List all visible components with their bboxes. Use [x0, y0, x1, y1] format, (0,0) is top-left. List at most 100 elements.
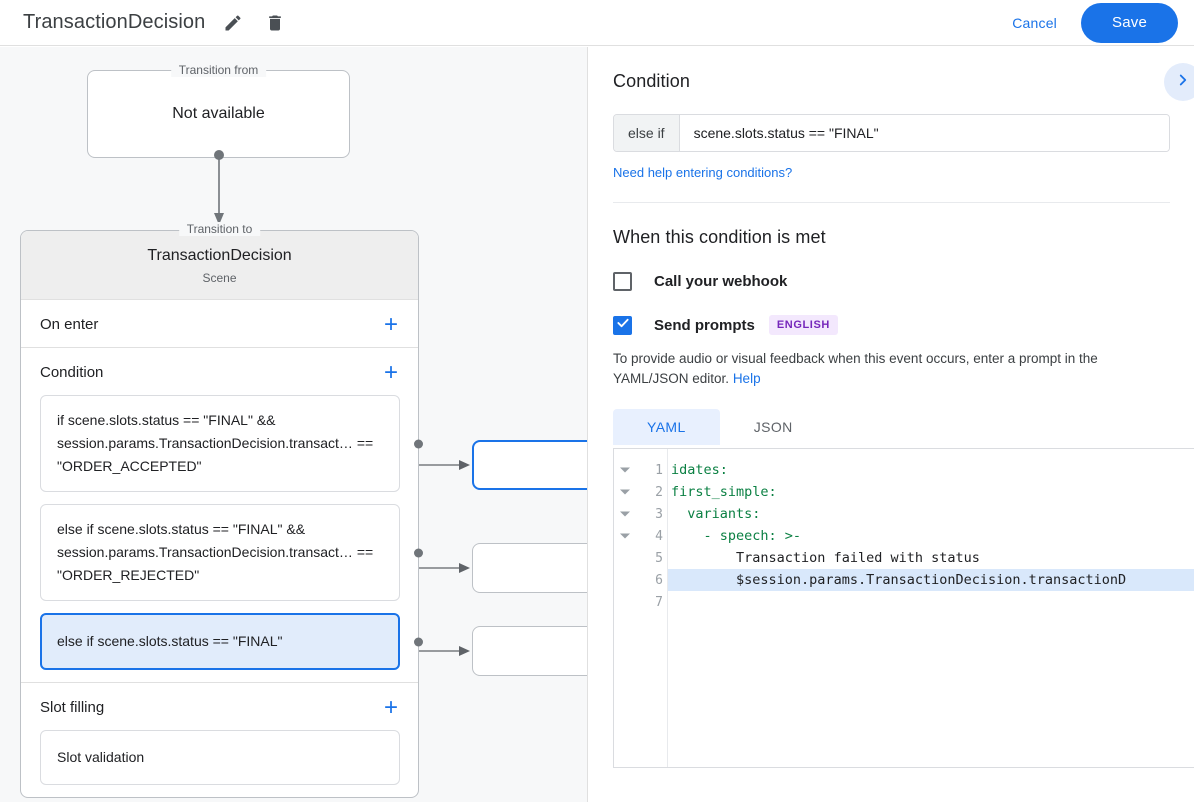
save-button[interactable]: Save	[1081, 2, 1178, 43]
tab-json[interactable]: JSON	[753, 419, 793, 435]
condition-item[interactable]: if scene.slots.status == "FINAL" && sess…	[40, 395, 423, 492]
condition-panel-bottom: When this condition is met Call your web…	[589, 203, 1194, 768]
condition-connector-dot	[414, 548, 423, 557]
code-line: Transaction failed with status	[668, 547, 1194, 569]
line-number: 3	[655, 506, 663, 522]
scene-card-header: TransactionDecision Scene	[21, 231, 418, 300]
scene-graph-canvas[interactable]: Transition from Not available Transition…	[0, 47, 588, 802]
condition-connector-dot	[414, 637, 423, 646]
section-title-on-enter: On enter	[40, 316, 99, 333]
fold-toggle-icon[interactable]	[620, 489, 630, 495]
checkmark-icon	[616, 316, 630, 335]
condition-help-link[interactable]: Need help entering conditions?	[613, 165, 793, 180]
condition-expression-input[interactable]	[679, 115, 1169, 151]
transition-from-legend: Transition from	[170, 63, 267, 77]
yaml-editor[interactable]: 1 2 3 4 5 6	[613, 448, 1194, 768]
gutter-row: 3	[614, 503, 667, 525]
gutter-row: 4	[614, 525, 667, 547]
slot-validation-label: Slot validation	[57, 749, 145, 765]
section-slot-filling: Slot filling + Slot validation	[21, 683, 418, 785]
fold-toggle-icon[interactable]	[620, 511, 630, 517]
code-indent	[671, 528, 704, 544]
top-toolbar: TransactionDecision Cancel Save	[0, 0, 1194, 46]
code-line-active: $session.params.TransactionDecision.tran…	[668, 569, 1194, 591]
condition-input-row: else if	[613, 114, 1170, 152]
section-on-enter: On enter +	[21, 300, 418, 348]
editor-code-area[interactable]: idates: first_simple: variants: - speech…	[668, 449, 1194, 767]
condition-item-label: else if scene.slots.status == "FINAL"	[57, 633, 283, 649]
editor-format-tabs: YAML JSON	[613, 409, 1170, 445]
send-prompts-label: Send prompts	[654, 316, 755, 334]
code-key: variants:	[687, 506, 761, 522]
delete-button[interactable]	[261, 9, 289, 37]
line-number: 4	[655, 528, 663, 544]
code-line	[668, 591, 1194, 613]
condition-item-label: else if scene.slots.status == "FINAL" &&…	[57, 521, 374, 583]
code-indent	[671, 506, 687, 522]
chevron-right-icon	[1174, 71, 1192, 94]
gutter-row: 6	[614, 569, 667, 591]
pencil-icon	[223, 13, 243, 33]
section-title-slot-filling: Slot filling	[40, 699, 105, 716]
add-condition-icon[interactable]: +	[383, 358, 398, 386]
code-line: - speech: >-	[668, 525, 1194, 547]
send-prompts-row: Send prompts ENGLISH	[613, 315, 1170, 335]
collapse-panel-button[interactable]	[1164, 63, 1194, 101]
gutter-row: 7	[614, 591, 667, 613]
scene-type: Scene	[202, 271, 237, 285]
fold-toggle-icon[interactable]	[620, 467, 630, 473]
condition-item-label: if scene.slots.status == "FINAL" && sess…	[57, 412, 374, 474]
scene-name: TransactionDecision	[147, 247, 292, 264]
page-title: TransactionDecision	[23, 11, 206, 33]
line-number: 2	[655, 484, 663, 500]
edit-name-button[interactable]	[219, 9, 247, 37]
code-line: variants:	[668, 503, 1194, 525]
section-header-condition: Condition +	[21, 348, 418, 395]
condition-item[interactable]: else if scene.slots.status == "FINAL" &&…	[40, 504, 423, 601]
code-text: Transaction failed with status	[736, 550, 980, 566]
prompts-help-link[interactable]: Help	[732, 371, 761, 386]
gutter-row: 1	[614, 459, 667, 481]
line-number: 5	[655, 550, 663, 566]
condition-detail-panel: Condition else if Need help entering con…	[589, 47, 1194, 802]
gutter-row: 2	[614, 481, 667, 503]
code-line: idates:	[668, 459, 1194, 481]
fold-toggle-icon[interactable]	[620, 533, 630, 539]
target-node-3[interactable]	[472, 626, 587, 676]
code-key: idates:	[671, 462, 728, 478]
target-node-2[interactable]	[472, 543, 587, 593]
call-webhook-checkbox[interactable]	[613, 272, 632, 291]
slot-validation-item[interactable]: Slot validation	[40, 730, 400, 785]
cancel-button[interactable]: Cancel	[1000, 7, 1069, 39]
code-text: $session.params.TransactionDecision.tran…	[736, 572, 1127, 588]
send-prompts-checkbox[interactable]	[613, 315, 632, 335]
call-webhook-label: Call your webhook	[654, 273, 788, 290]
line-number: 7	[655, 594, 663, 610]
transition-from-value: Not available	[172, 105, 265, 122]
when-condition-met-title: When this condition is met	[613, 227, 826, 247]
condition-item-selected[interactable]: else if scene.slots.status == "FINAL"	[40, 613, 423, 670]
section-title-condition: Condition	[40, 364, 104, 381]
target-node-1[interactable]	[472, 440, 587, 490]
section-condition: Condition + if scene.slots.status == "FI…	[21, 348, 423, 683]
add-on-enter-icon[interactable]: +	[383, 310, 398, 338]
transition-to-legend: Transition to	[178, 222, 261, 236]
code-indent	[671, 572, 736, 588]
line-number: 6	[655, 572, 663, 588]
condition-panel-top: Condition else if Need help entering con…	[589, 47, 1194, 203]
add-slot-filling-icon[interactable]: +	[383, 693, 398, 721]
language-badge: ENGLISH	[768, 315, 838, 335]
section-header-slot-filling: Slot filling +	[21, 683, 418, 730]
transition-from-box: Transition from Not available	[87, 63, 350, 158]
prompts-description: To provide audio or visual feedback when…	[613, 349, 1170, 389]
editor-gutter: 1 2 3 4 5 6	[614, 449, 668, 767]
panel-title: Condition	[613, 71, 690, 91]
gutter-row: 5	[614, 547, 667, 569]
code-line: first_simple:	[668, 481, 1194, 503]
condition-connector-dot	[414, 439, 423, 448]
condition-prefix-label: else if	[614, 115, 680, 151]
tab-yaml[interactable]: YAML	[613, 409, 720, 445]
webhook-row: Call your webhook	[613, 272, 1170, 291]
line-number: 1	[655, 462, 663, 478]
code-indent	[671, 550, 736, 566]
